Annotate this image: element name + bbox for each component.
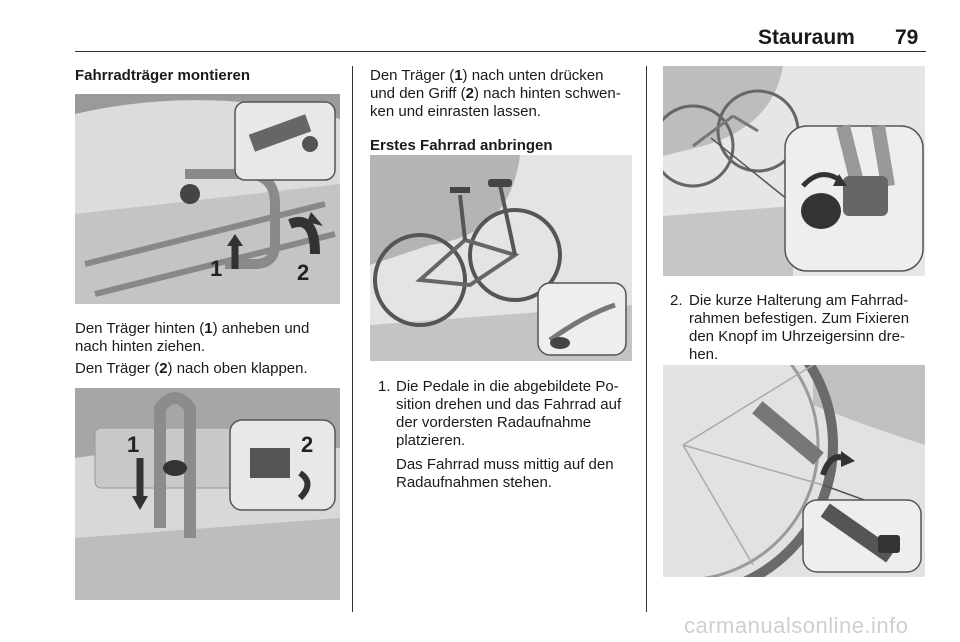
fig1-label-1: 1 [210, 256, 222, 281]
instruction-para-1: Den Träger hinten (1) anheben und nach h… [75, 320, 310, 355]
figure-rack-lift: 1 2 [75, 94, 340, 304]
list-number-2: 2. [670, 292, 683, 309]
header-divider [75, 51, 926, 52]
list-item-2: Die kurze Halterung am Fahrrad- rahmen b… [689, 292, 910, 363]
figure-bike-on-rack [370, 155, 632, 361]
column-divider-2 [646, 66, 647, 612]
figure-rack-fold: 1 2 [75, 388, 340, 600]
list-item-1-note: Das Fahrrad muss mittig auf den Radaufna… [396, 456, 614, 491]
figure-frame-holder [663, 66, 925, 276]
list-item-1: Die Pedale in die abgebildete Po- sition… [396, 378, 622, 449]
section-heading-mount: Fahrradträger montieren [75, 67, 251, 84]
watermark-text: carmanualsonline.info [684, 613, 909, 638]
column-divider-1 [352, 66, 353, 612]
instruction-para-2: Den Träger (2) nach oben klappen. [75, 360, 308, 377]
fig2-label-2: 2 [301, 432, 313, 457]
list-number-1: 1. [378, 378, 391, 395]
instruction-para-3: Den Träger (1) nach unten drücken und de… [370, 67, 621, 120]
fig2-label-1: 1 [127, 432, 139, 457]
figure-wheel-strap [663, 365, 925, 577]
fig1-label-2: 2 [297, 260, 309, 285]
page-number: 79 [895, 26, 919, 49]
section-heading-first-bike: Erstes Fahrrad anbringen [370, 137, 553, 154]
page-title: Stauraum [758, 26, 855, 49]
